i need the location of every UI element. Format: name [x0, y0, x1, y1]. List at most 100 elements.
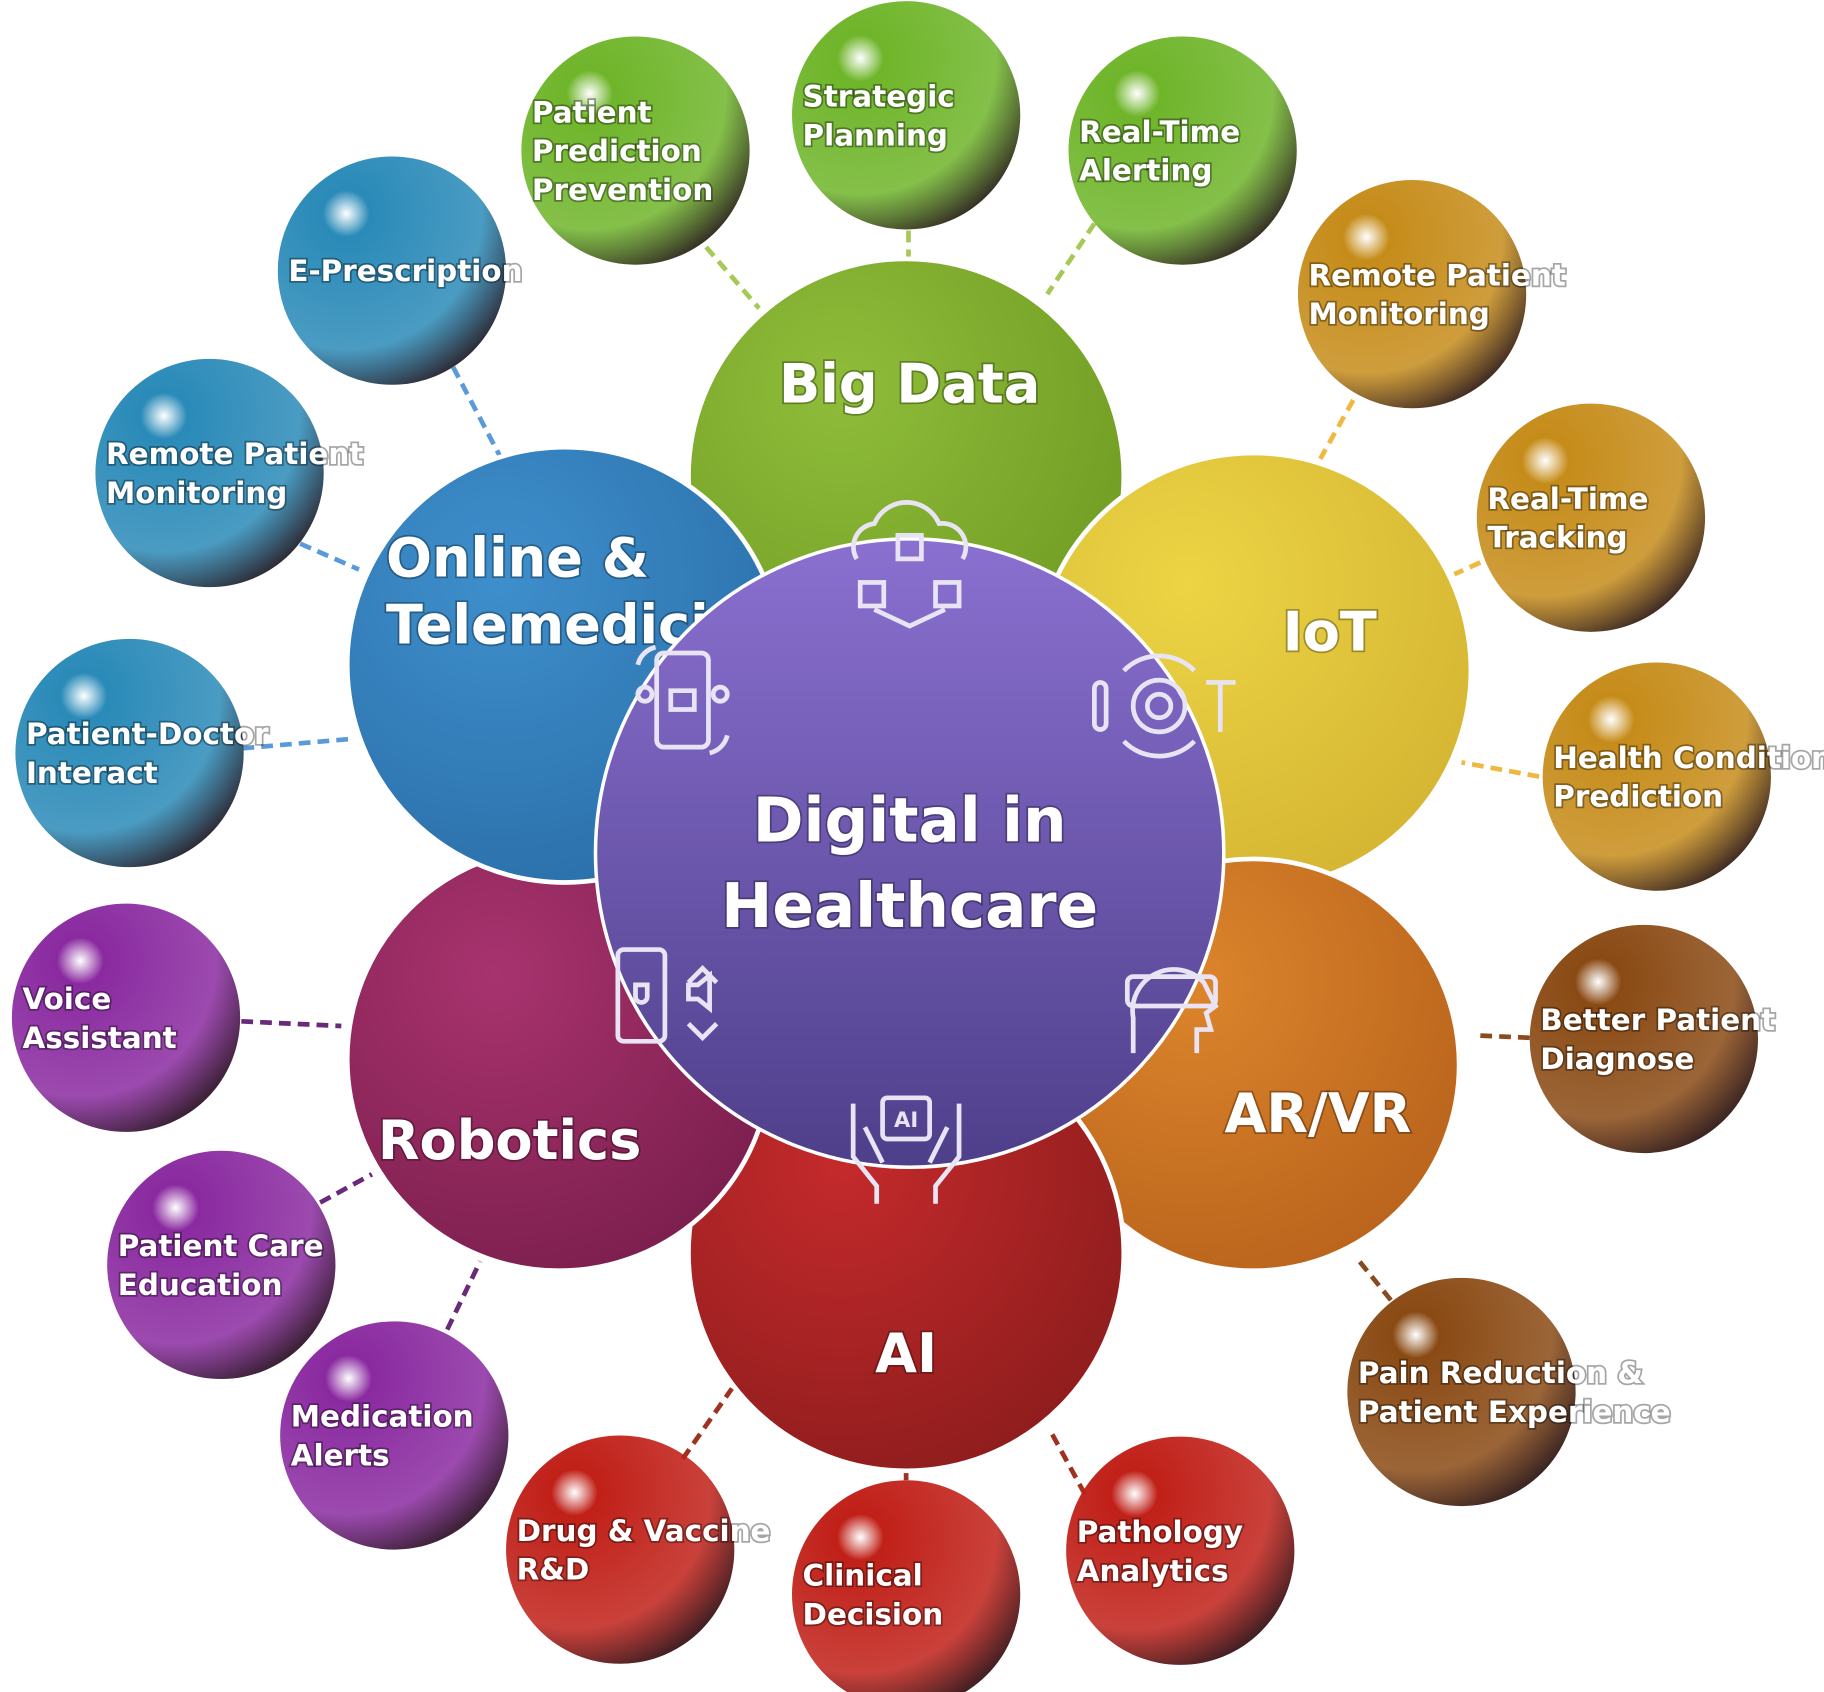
satellites: PatientPredictionPreventionStrategicPlan… — [11, 1, 1824, 1692]
connector-line — [299, 541, 360, 572]
satellite-label: Drug & Vaccine — [517, 1514, 771, 1548]
satellite-sphere — [791, 1, 1021, 230]
connector-line — [451, 366, 503, 458]
satellite-label: Prevention — [532, 173, 713, 207]
satellite-label: Patient Care — [118, 1229, 324, 1263]
satellite-label: Better Patient — [1540, 1003, 1775, 1037]
satellite-sphere — [15, 638, 244, 868]
satellite-sphere — [1347, 1277, 1576, 1507]
satellite-sphere — [95, 358, 324, 588]
satellite-label: Education — [118, 1268, 283, 1302]
satellite-label: Pathology — [1077, 1515, 1243, 1549]
petal-label-ar-vr: AR/VR — [1225, 1082, 1412, 1145]
satellite-label: Clinical — [803, 1559, 923, 1593]
connector-line — [319, 1172, 374, 1205]
icons: AI — [615, 500, 1236, 1204]
telemedicine-phone-icon — [635, 644, 730, 756]
satellite-label: Remote Patient — [106, 437, 363, 471]
satellite-sphere — [277, 156, 507, 385]
satellite-label: Remote Patient — [1309, 258, 1566, 292]
connector-line — [1461, 760, 1540, 779]
satellite-sphere — [792, 1480, 1021, 1692]
satellite-label: Patient Experience — [1358, 1395, 1671, 1429]
satellite-label: Prediction — [532, 134, 702, 168]
satellite-label: Health Condition — [1553, 741, 1824, 775]
connector-line — [1045, 222, 1097, 296]
satellite-sphere — [521, 36, 750, 265]
cloud-network-icon — [851, 500, 969, 629]
satellite-label: Pain Reduction & — [1358, 1356, 1643, 1390]
ai-chip-hands-icon: AI — [850, 1095, 962, 1204]
petal-label-online-telemedicine: Online & — [386, 527, 649, 590]
satellite-label: Planning — [803, 118, 948, 152]
satellite-label: R&D — [517, 1553, 590, 1587]
connector-line — [241, 1018, 342, 1029]
satellite-sphere — [280, 1321, 509, 1550]
satellite-label: Assistant — [22, 1021, 176, 1055]
center-title-line1: Digital in — [753, 785, 1067, 856]
connector-line — [1476, 1033, 1530, 1041]
satellite-sphere — [1297, 180, 1527, 409]
vr-headset-icon — [1124, 967, 1219, 1054]
petal-label-iot: IoT — [1283, 601, 1377, 664]
satellite-label: Real-Time — [1079, 115, 1240, 149]
satellite-sphere — [11, 903, 241, 1132]
satellite-sphere — [506, 1435, 735, 1664]
center-circle — [593, 537, 1226, 1169]
petal-label-ai: AI — [875, 1322, 937, 1385]
petal-label-robotics: Robotics — [378, 1109, 641, 1172]
satellite-online-telemedicine-0: E-Prescription — [277, 156, 524, 385]
satellite-ar-vr-1: Pain Reduction & Patient Experience — [1347, 1277, 1673, 1507]
iot-signal-icon — [1092, 653, 1236, 759]
satellite-label: Alerts — [291, 1438, 390, 1472]
petal-label-big-data: Big Data — [779, 352, 1040, 415]
satellite-label: Voice — [22, 982, 111, 1016]
satellite-label: Monitoring — [106, 476, 287, 510]
satellite-sphere — [1542, 662, 1771, 891]
satellite-label: Strategic — [803, 79, 955, 113]
connector-line — [1353, 1255, 1393, 1302]
satellite-sphere — [1476, 403, 1706, 632]
satellite-label: Interact — [26, 756, 158, 790]
satellite-label: Diagnose — [1540, 1042, 1694, 1076]
satellite-sphere — [1066, 1436, 1295, 1665]
satellite-label: Medication — [291, 1400, 474, 1434]
connector-line — [680, 1387, 734, 1461]
satellite-label: Decision — [803, 1597, 944, 1631]
satellite-sphere — [107, 1150, 336, 1380]
satellite-label: E-Prescription — [288, 254, 522, 288]
connector-line — [1047, 1428, 1088, 1496]
connector-line — [1318, 398, 1356, 461]
satellite-label: Patient-Doctor — [26, 717, 269, 751]
center-hub: Digital in Healthcare — [593, 537, 1226, 1169]
voice-phone-icon — [615, 947, 719, 1044]
satellite-label: Patient — [532, 95, 652, 129]
satellite-sphere — [1068, 36, 1297, 265]
connector-line — [704, 245, 761, 310]
connectors — [241, 222, 1540, 1496]
satellite-label: Alerting — [1079, 154, 1212, 188]
ai-chip-text-glyph: AI — [894, 1107, 918, 1132]
satellite-label: Analytics — [1077, 1554, 1229, 1588]
satellite-label: Prediction — [1553, 780, 1723, 814]
center-title-line2: Healthcare — [721, 871, 1098, 942]
satellite-label: Monitoring — [1309, 297, 1490, 331]
satellite-label: Real-Time — [1487, 482, 1648, 516]
satellite-label: Tracking — [1487, 521, 1627, 555]
satellite-sphere — [1529, 924, 1758, 1154]
